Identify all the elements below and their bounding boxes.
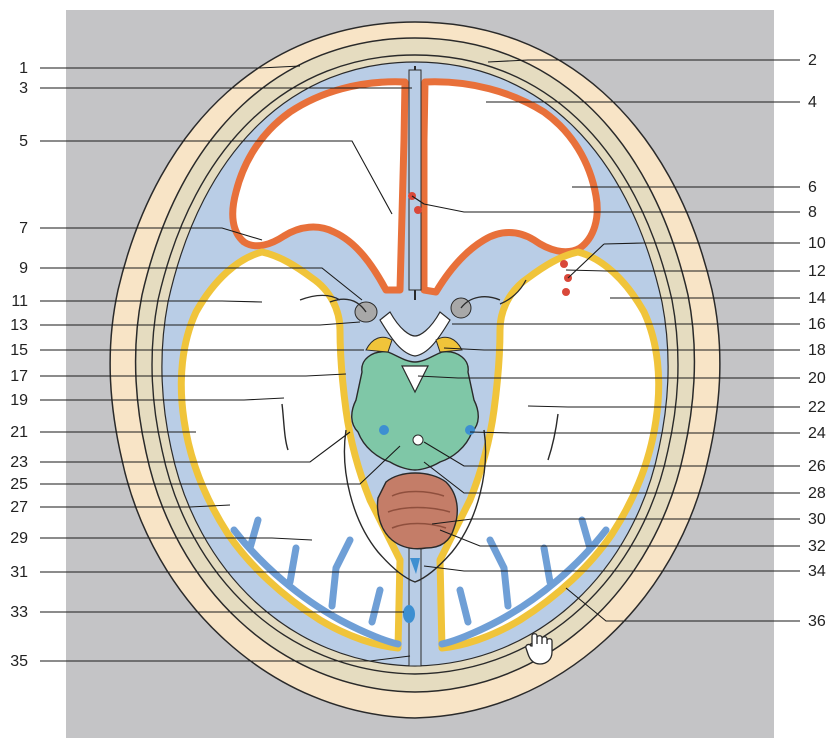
label-8: 8 bbox=[808, 204, 817, 221]
middle-cerebral-vessel-1 bbox=[560, 260, 568, 268]
label-28: 28 bbox=[808, 485, 826, 502]
label-25: 25 bbox=[10, 476, 28, 493]
superior-sagittal-sinus-posterior bbox=[403, 605, 415, 623]
label-30: 30 bbox=[808, 511, 826, 528]
label-1: 1 bbox=[19, 60, 28, 77]
label-7: 7 bbox=[19, 220, 28, 237]
label-2: 2 bbox=[808, 52, 817, 69]
label-15: 15 bbox=[10, 342, 28, 359]
cerebral-aqueduct bbox=[413, 435, 423, 445]
label-22: 22 bbox=[808, 399, 826, 416]
label-3: 3 bbox=[19, 80, 28, 97]
label-36: 36 bbox=[808, 613, 826, 630]
label-19: 19 bbox=[10, 392, 28, 409]
label-32: 32 bbox=[808, 538, 826, 555]
label-21: 21 bbox=[10, 424, 28, 441]
label-33: 33 bbox=[10, 604, 28, 621]
label-5: 5 bbox=[19, 133, 28, 150]
label-18: 18 bbox=[808, 342, 826, 359]
label-26: 26 bbox=[808, 458, 826, 475]
right-choroid-dot bbox=[465, 425, 475, 435]
label-9: 9 bbox=[19, 260, 28, 277]
label-35: 35 bbox=[10, 653, 28, 670]
label-27: 27 bbox=[10, 499, 28, 516]
label-6: 6 bbox=[808, 179, 817, 196]
label-16: 16 bbox=[808, 316, 826, 333]
label-34: 34 bbox=[808, 563, 826, 580]
label-12: 12 bbox=[808, 263, 826, 280]
label-10: 10 bbox=[808, 235, 826, 252]
anterior-cerebral-artery-right bbox=[414, 206, 422, 214]
falx-anterior-band bbox=[409, 70, 421, 290]
left-choroid-dot bbox=[379, 425, 389, 435]
label-13: 13 bbox=[10, 317, 28, 334]
middle-cerebral-vessel-3 bbox=[562, 288, 570, 296]
label-4: 4 bbox=[808, 94, 817, 111]
label-20: 20 bbox=[808, 370, 826, 387]
label-29: 29 bbox=[10, 530, 28, 547]
label-17: 17 bbox=[10, 368, 28, 385]
label-23: 23 bbox=[10, 454, 28, 471]
label-24: 24 bbox=[808, 425, 826, 442]
label-14: 14 bbox=[808, 290, 826, 307]
label-11: 11 bbox=[11, 293, 28, 310]
label-31: 31 bbox=[10, 564, 28, 581]
